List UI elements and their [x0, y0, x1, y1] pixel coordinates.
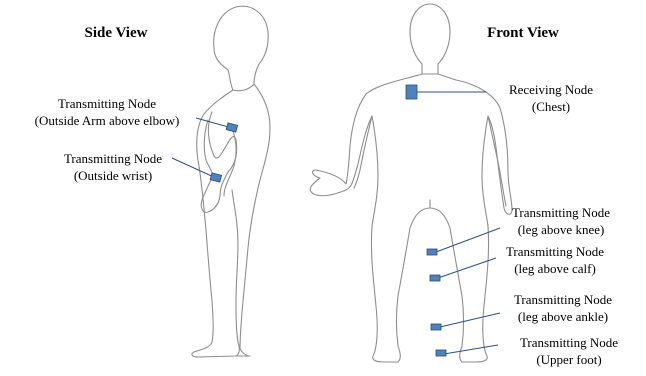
- label-chest-name: Receiving Node: [509, 82, 593, 97]
- node-arm-marker: [226, 123, 237, 132]
- side-view-figure: [192, 6, 270, 357]
- label-ankle-name: Transmitting Node: [514, 292, 612, 307]
- label-wrist-name: Transmitting Node: [64, 151, 162, 166]
- label-knee-name: Transmitting Node: [512, 205, 610, 220]
- node-chest-marker: [406, 85, 417, 99]
- label-chest-location: (Chest): [532, 99, 570, 114]
- front-head-outline: [410, 4, 450, 74]
- sensor-nodes: [210, 85, 446, 356]
- side-body-back-outline: [236, 84, 270, 356]
- node-knee-marker: [427, 249, 437, 255]
- front-right-arm-inner: [488, 116, 506, 206]
- front-view-title: Front View: [487, 25, 559, 41]
- node-foot-marker: [436, 350, 446, 356]
- leader-lines: [172, 92, 500, 354]
- label-foot-location: (Upper foot): [536, 352, 601, 367]
- node-ankle-marker: [431, 324, 441, 330]
- front-view-figure: [310, 4, 512, 362]
- node-wrist-marker: [210, 173, 221, 182]
- leader-ankle: [440, 313, 500, 327]
- label-arm-name: Transmitting Node: [58, 96, 156, 111]
- label-ankle-location: (leg above ankle): [518, 309, 608, 324]
- leader-foot: [444, 345, 498, 354]
- label-arm-location: (Outside Arm above elbow): [35, 113, 180, 128]
- label-knee-location: (leg above knee): [518, 222, 605, 237]
- front-body-outline: [310, 74, 512, 362]
- side-arm-inner-outline: [224, 124, 236, 196]
- side-head-outline: [214, 6, 268, 91]
- node-labels: Transmitting Node (Outside Arm above elb…: [35, 82, 619, 367]
- label-calf-name: Transmitting Node: [506, 244, 604, 259]
- front-left-arm-inner: [354, 116, 372, 188]
- side-view-title: Side View: [85, 25, 148, 41]
- label-wrist-location: (Outside wrist): [74, 168, 152, 183]
- label-foot-name: Transmitting Node: [520, 335, 618, 350]
- node-calf-marker: [430, 275, 440, 281]
- leader-knee: [436, 228, 500, 252]
- label-calf-location: (leg above calf): [514, 261, 596, 276]
